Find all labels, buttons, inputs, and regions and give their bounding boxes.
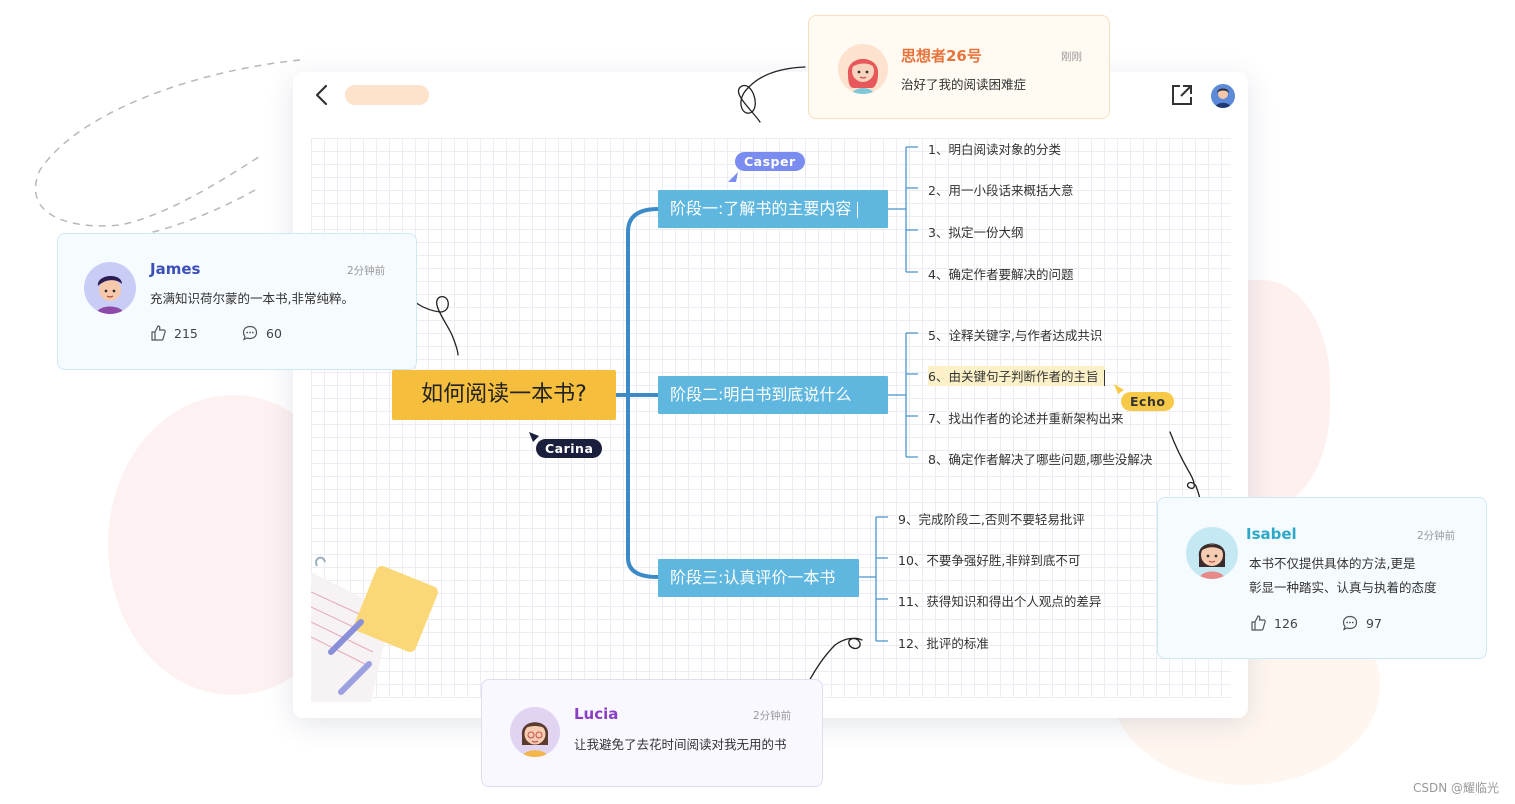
comment-text-line-2: 彰显一种踏实、认真与执着的态度	[1249, 580, 1437, 595]
like-count: 215	[174, 325, 198, 341]
commenter-avatar	[84, 262, 136, 314]
reply-count: 97	[1366, 615, 1382, 631]
dashed-decoration	[34, 59, 301, 239]
mindmap-connectors	[614, 146, 918, 642]
comment-card-isabel[interactable]: Isabel 2分钟前 本书不仅提供具体的方法,更是 彰显一种踏实、认真与执着的…	[1157, 497, 1487, 659]
stage-2-label: 阶段二:明白书到底说什么	[670, 385, 852, 404]
leaf-item[interactable]: 4、确定作者要解决的问题	[928, 267, 1074, 282]
commenter-name: 思想者26号	[901, 47, 982, 65]
leaf-item-text: 6、由关键句子判断作者的主旨	[928, 369, 1099, 384]
leaf-item[interactable]: 2、用一小段话来概括大意	[928, 183, 1074, 198]
leaf-item[interactable]: 1、明白阅读对象的分类	[928, 142, 1061, 157]
commenter-name: James	[150, 260, 201, 278]
cursor-pointer-casper-icon	[728, 172, 738, 182]
like-button[interactable]: 215	[150, 325, 198, 341]
leaf-item-highlighted[interactable]: 6、由关键句子判断作者的主旨	[928, 366, 1106, 386]
comment-text: 让我避免了去花时间阅读对我无用的书	[574, 737, 787, 752]
like-button[interactable]: 126	[1250, 615, 1298, 631]
stage-1-label: 阶段一:了解书的主要内容	[670, 199, 852, 218]
document-title-placeholder	[345, 85, 429, 105]
cursor-pointer-echo-icon	[1114, 384, 1124, 394]
mindmap-window: 如何阅读一本书? 阶段一:了解书的主要内容 阶段二:明白书到底说什么 阶段三:认…	[293, 72, 1248, 718]
stage-3-label: 阶段三:认真评价一本书	[670, 568, 836, 587]
commenter-avatar	[1186, 527, 1238, 579]
notebook-illustration	[311, 556, 438, 702]
back-arrow-icon[interactable]	[309, 82, 335, 108]
leaf-item[interactable]: 9、完成阶段二,否则不要轻易批评	[898, 512, 1085, 527]
leaf-item[interactable]: 3、拟定一份大纲	[928, 225, 1024, 240]
share-icon[interactable]	[1169, 82, 1195, 108]
comment-text: 充满知识荷尔蒙的一本书,非常纯粹。	[150, 291, 354, 306]
comment-time: 2分钟前	[347, 265, 386, 277]
thumbs-up-icon	[151, 325, 166, 341]
reply-button[interactable]: 60	[242, 325, 282, 341]
comment-time: 2分钟前	[753, 710, 792, 722]
like-count: 126	[1274, 615, 1298, 631]
commenter-name: Lucia	[574, 705, 619, 723]
comment-card-top[interactable]: 思想者26号 刚刚 治好了我的阅读困难症	[808, 15, 1110, 119]
mindmap-stage-2[interactable]: 阶段二:明白书到底说什么	[658, 376, 888, 414]
mindmap-root-node[interactable]: 如何阅读一本书?	[392, 370, 616, 420]
comment-card-lucia[interactable]: Lucia 2分钟前 让我避免了去花时间阅读对我无用的书	[481, 679, 823, 787]
text-caret	[857, 201, 859, 218]
leaf-item[interactable]: 12、批评的标准	[898, 636, 989, 651]
reply-button[interactable]: 97	[1342, 615, 1382, 631]
comment-icon	[242, 325, 258, 341]
user-avatar-icon[interactable]	[1211, 84, 1235, 108]
comment-time: 2分钟前	[1417, 530, 1456, 542]
commenter-avatar	[510, 707, 560, 757]
leaf-item[interactable]: 10、不要争强好胜,非辩到底不可	[898, 553, 1081, 568]
mindmap-stage-3[interactable]: 阶段三:认真评价一本书	[658, 559, 859, 597]
text-caret	[1104, 369, 1106, 386]
leaf-item[interactable]: 8、确定作者解决了哪些问题,哪些没解决	[928, 452, 1153, 467]
thumbs-up-icon	[1251, 615, 1266, 631]
cursor-pointer-carina-icon	[529, 432, 539, 442]
leaf-item[interactable]: 5、诠释关键字,与作者达成共识	[928, 328, 1103, 343]
reply-count: 60	[266, 325, 282, 341]
comment-text-line-1: 本书不仅提供具体的方法,更是	[1249, 556, 1416, 571]
commenter-name: Isabel	[1246, 525, 1297, 543]
leaf-item[interactable]: 11、获得知识和得出个人观点的差异	[898, 594, 1102, 609]
comment-text: 治好了我的阅读困难症	[901, 77, 1027, 92]
mindmap-stage-1[interactable]: 阶段一:了解书的主要内容	[658, 190, 888, 228]
cursor-tag-carina: Carina	[536, 439, 603, 458]
comment-icon	[1342, 615, 1358, 631]
cursor-tag-echo: Echo	[1121, 392, 1175, 411]
leaf-item[interactable]: 7、找出作者的论述并重新架构出来	[928, 411, 1124, 426]
commenter-avatar	[838, 44, 888, 94]
comment-card-james[interactable]: James 2分钟前 充满知识荷尔蒙的一本书,非常纯粹。 215 60	[57, 233, 417, 370]
watermark: CSDN @耀临光	[1412, 781, 1499, 795]
cursor-tag-casper: Casper	[735, 152, 805, 171]
comment-time: 刚刚	[1061, 51, 1082, 63]
